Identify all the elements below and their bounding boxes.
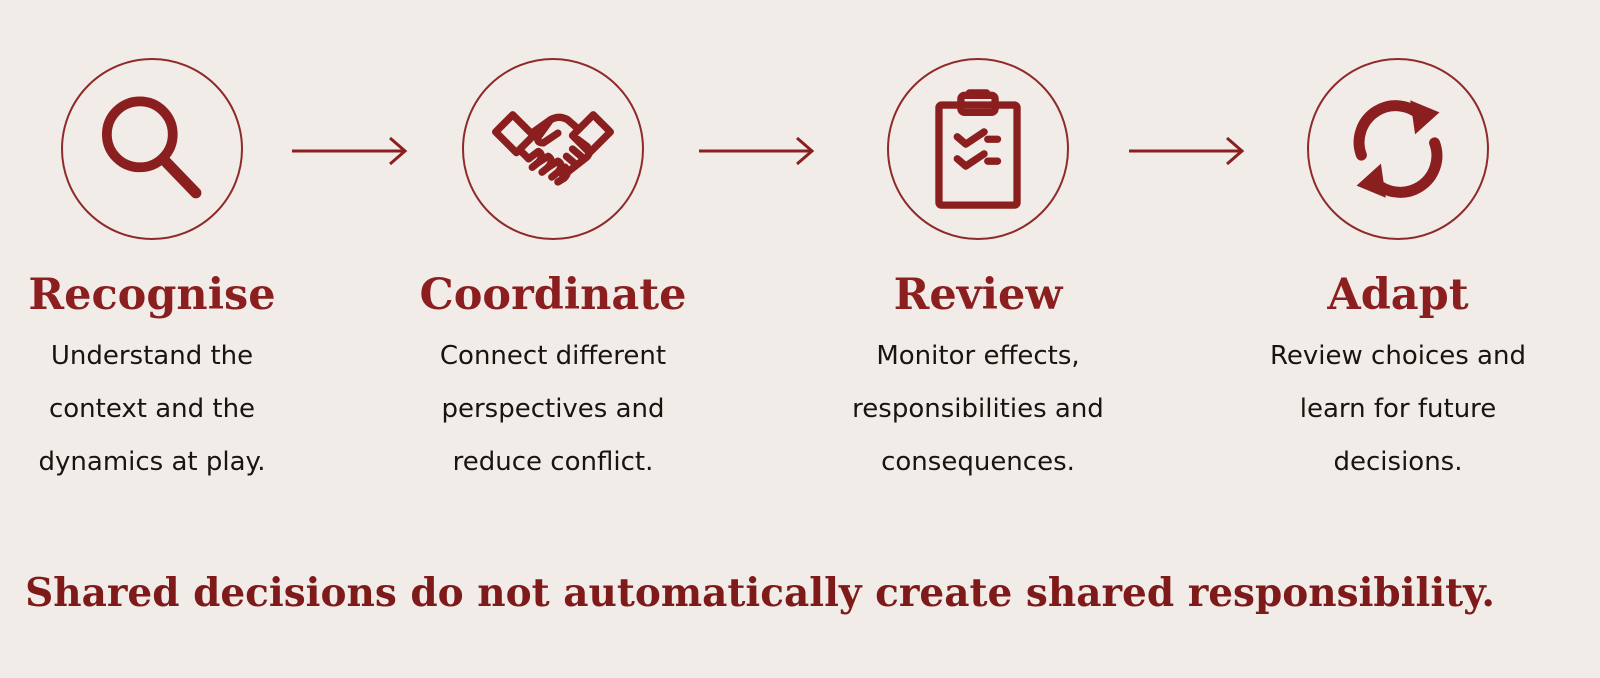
clipboard-checklist-icon — [935, 89, 1021, 209]
step-title: Review — [893, 270, 1063, 320]
footer-statement: Shared decisions do not automatically cr… — [25, 570, 1495, 616]
cycle-arrows-icon — [1353, 100, 1443, 198]
magnifier-icon — [101, 96, 202, 199]
step-icon-circle — [61, 58, 243, 240]
step-desc-line: perspectives and — [441, 393, 665, 424]
step-desc-line: responsibilities and — [852, 393, 1104, 424]
step-desc-line: learn for future — [1299, 393, 1497, 424]
arrow-right-icon — [1129, 136, 1245, 166]
step-description: Monitor effects, responsibilities and co… — [828, 330, 1128, 489]
handshake-icon — [492, 111, 614, 186]
step-recognise: Recognise Understand the context and the… — [2, 58, 302, 489]
step-icon-circle — [462, 58, 644, 240]
arrow-right-icon — [699, 136, 815, 166]
step-desc-line: reduce conflict. — [452, 446, 654, 477]
step-desc-line: consequences. — [881, 446, 1075, 477]
step-title: Coordinate — [419, 270, 687, 320]
step-desc-line: dynamics at play. — [38, 446, 266, 477]
step-description: Connect different perspectives and reduc… — [403, 330, 703, 489]
step-description: Understand the context and the dynamics … — [2, 330, 302, 489]
step-title: Recognise — [28, 270, 276, 320]
step-coordinate: Coordinate Connect different perspective… — [403, 58, 703, 489]
step-desc-line: Review choices and — [1270, 340, 1526, 371]
step-desc-line: decisions. — [1333, 446, 1463, 477]
arrow-right-icon — [292, 136, 408, 166]
step-description: Review choices and learn for future deci… — [1248, 330, 1548, 489]
step-desc-line: Monitor effects, — [876, 340, 1080, 371]
step-desc-line: Connect different — [439, 340, 667, 371]
step-review: Review Monitor effects, responsibilities… — [828, 58, 1128, 489]
step-title: Adapt — [1327, 270, 1469, 320]
step-desc-line: context and the — [48, 393, 256, 424]
step-adapt: Adapt Review choices and learn for futur… — [1248, 58, 1548, 489]
step-desc-line: Understand the — [50, 340, 254, 371]
step-icon-circle — [887, 58, 1069, 240]
step-icon-circle — [1307, 58, 1489, 240]
